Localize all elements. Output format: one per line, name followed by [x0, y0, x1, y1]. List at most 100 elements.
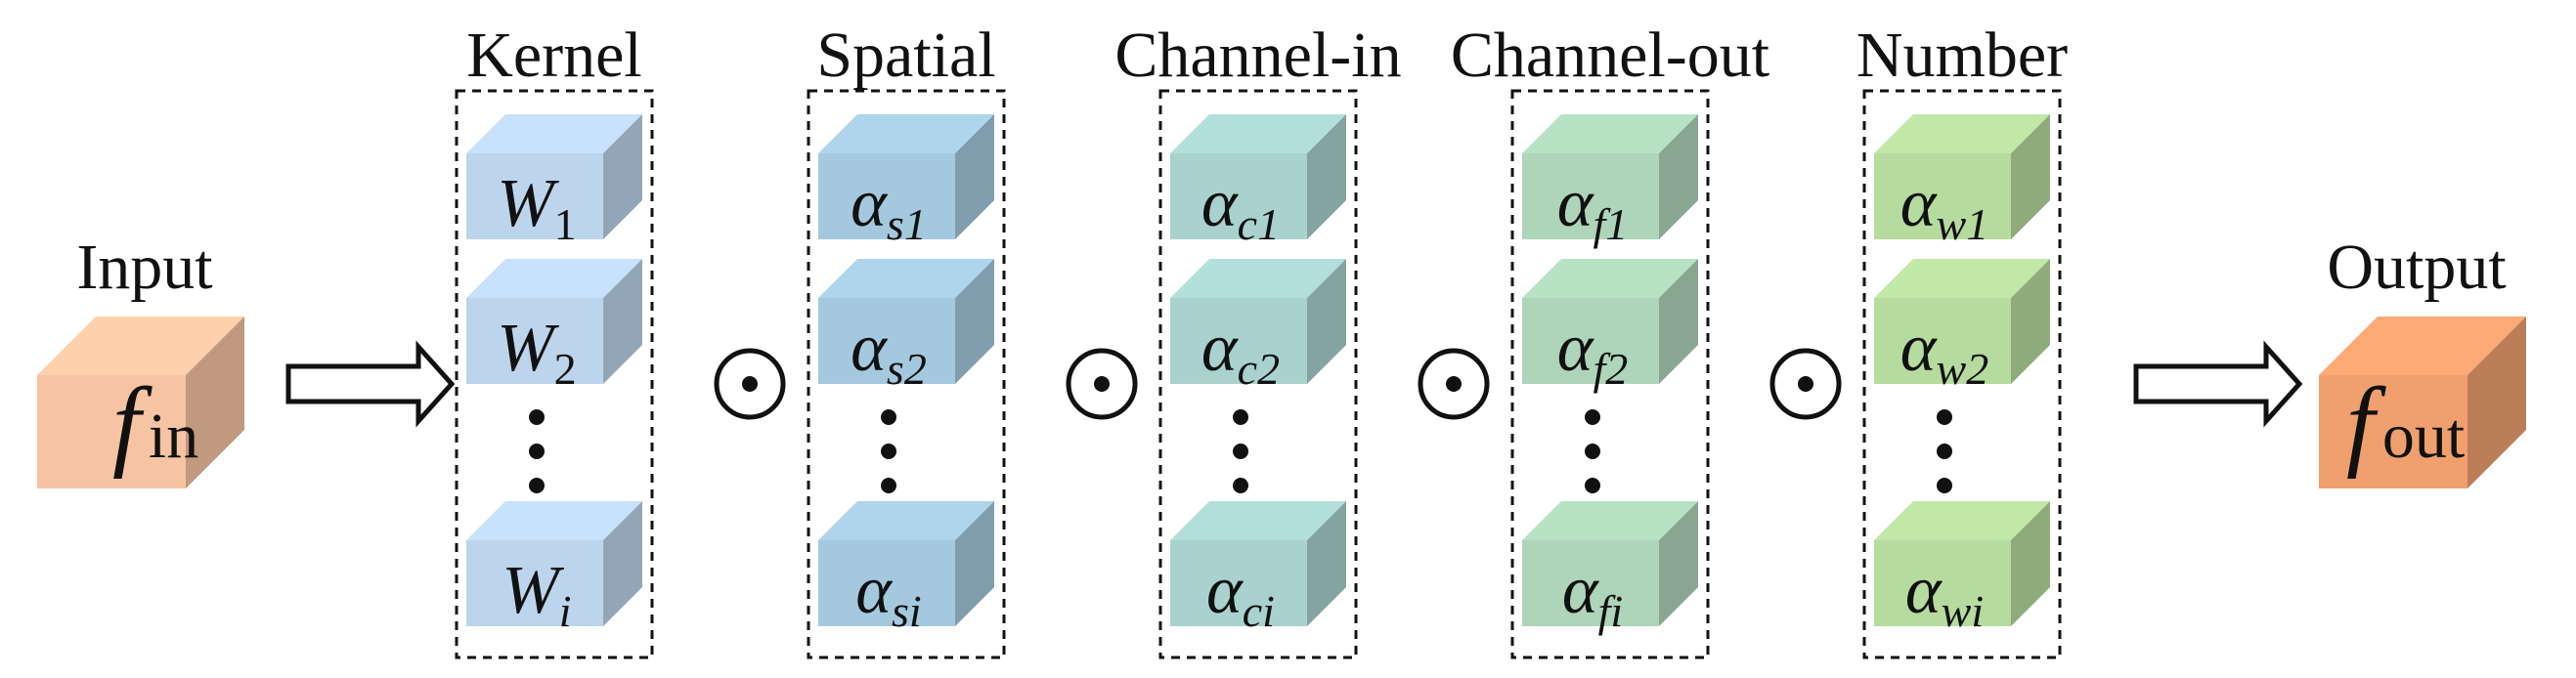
cube-side-face — [1659, 114, 1698, 239]
cube-side-face — [955, 114, 994, 239]
parameter-label: αc1 — [1201, 166, 1280, 249]
parameter-label: Wi — [502, 553, 571, 636]
cube-front-face — [2319, 375, 2467, 488]
ellipsis-dot — [529, 444, 545, 459]
cube-side-face — [2011, 114, 2050, 239]
cube-side-face — [2011, 501, 2050, 626]
parameter-label: αfi — [1562, 553, 1623, 636]
cube-top-face — [818, 259, 994, 298]
parameter-cube: αsi — [818, 501, 994, 636]
cube-side-face — [603, 259, 642, 384]
cube-side-face — [1659, 501, 1698, 626]
cube-front-face — [1522, 298, 1659, 384]
cube-side-face — [186, 317, 244, 488]
output-arrow — [2133, 340, 2303, 428]
cube-front-face — [1874, 540, 2011, 626]
group-title: Spatial — [816, 20, 995, 91]
cube-front-face — [1170, 540, 1307, 626]
cube-front-face — [818, 298, 955, 384]
parameter-cube: αs1 — [818, 114, 994, 249]
parameter-label: W2 — [497, 311, 576, 394]
parameter-label: αs2 — [851, 311, 927, 394]
group-title: Number — [1856, 20, 2068, 91]
cube-side-face — [1659, 259, 1698, 384]
cube-top-face — [2319, 317, 2526, 375]
hadamard-operator — [714, 348, 786, 420]
cube-top-face — [1522, 259, 1698, 298]
cube-side-face — [603, 114, 642, 239]
parameter-cube: αwi — [1874, 501, 2050, 636]
ellipsis-dot — [1585, 409, 1600, 425]
parameter-label: αf1 — [1557, 166, 1629, 249]
parameter-cube: αf1 — [1522, 114, 1698, 249]
cube-top-face — [1874, 501, 2050, 540]
parameter-cube: αw2 — [1874, 259, 2050, 394]
cube-top-face — [1874, 114, 2050, 153]
operators — [714, 348, 1842, 420]
cube-front-face — [1874, 153, 2011, 239]
group-title: Channel-in — [1114, 20, 1401, 91]
cube-top-face — [1170, 501, 1346, 540]
hadamard-operator — [1066, 348, 1138, 420]
ellipsis-dot — [1233, 444, 1248, 459]
ellipsis-dot — [529, 409, 545, 425]
group-dashed-box — [1158, 89, 1358, 659]
cube-top-face — [37, 317, 244, 375]
parameter-cube: W1 — [466, 114, 642, 249]
cube-top-face — [466, 259, 642, 298]
ellipsis-dot — [881, 478, 896, 493]
cube-top-face — [466, 501, 642, 540]
output-label: Output — [2327, 232, 2506, 303]
ellipsis-dot — [881, 444, 896, 459]
parameter-label: αwi — [1905, 553, 1984, 636]
cube-top-face — [818, 114, 994, 153]
parameter-cube: αf2 — [1522, 259, 1698, 394]
parameter-cube: αfi — [1522, 501, 1698, 636]
hadamard-operator — [1418, 348, 1490, 420]
cube-side-face — [1307, 501, 1346, 626]
hadamard-operator — [1769, 348, 1842, 420]
group-dashed-box — [807, 89, 1006, 659]
parameter-cube: Wi — [466, 501, 642, 636]
cube-side-face — [1307, 114, 1346, 239]
cube-top-face — [1522, 501, 1698, 540]
parameter-label: αf2 — [1557, 311, 1629, 394]
cube-front-face — [818, 153, 955, 239]
group-title: Kernel — [466, 20, 642, 91]
ellipsis-dot — [1585, 444, 1600, 459]
ellipsis-dot — [1937, 444, 1952, 459]
cube-top-face — [1522, 114, 1698, 153]
parameter-label: αsi — [855, 553, 921, 636]
parameter-label: αw1 — [1900, 166, 1988, 249]
parameter-cube: W2 — [466, 259, 642, 394]
cube-front-face — [37, 375, 186, 488]
parameter-label: αs1 — [851, 166, 927, 249]
parameter-cube: αs2 — [818, 259, 994, 394]
cube-top-face — [1170, 114, 1346, 153]
parameter-cube: αci — [1170, 501, 1346, 636]
parameter-label: W1 — [497, 166, 576, 249]
ellipsis-dot — [1233, 409, 1248, 425]
cube-front-face — [1170, 298, 1307, 384]
parameter-cube: αc1 — [1170, 114, 1346, 249]
input-arrow — [285, 340, 456, 428]
group-spatial: Spatial αs1 αs2 αsi — [807, 20, 1006, 659]
ellipsis-dot — [1937, 409, 1952, 425]
ellipsis-dot — [529, 478, 545, 493]
parameter-label: αw2 — [1900, 311, 1988, 394]
cube-side-face — [955, 501, 994, 626]
cube-front-face — [818, 540, 955, 626]
ellipsis-dot — [1233, 478, 1248, 493]
cube-front-face — [1874, 298, 2011, 384]
input-label: Input — [76, 232, 212, 303]
cube-top-face — [466, 114, 642, 153]
output-cube — [2319, 317, 2526, 488]
cube-front-face — [1522, 540, 1659, 626]
parameter-cube: αw1 — [1874, 114, 2050, 249]
cube-front-face — [466, 298, 603, 384]
